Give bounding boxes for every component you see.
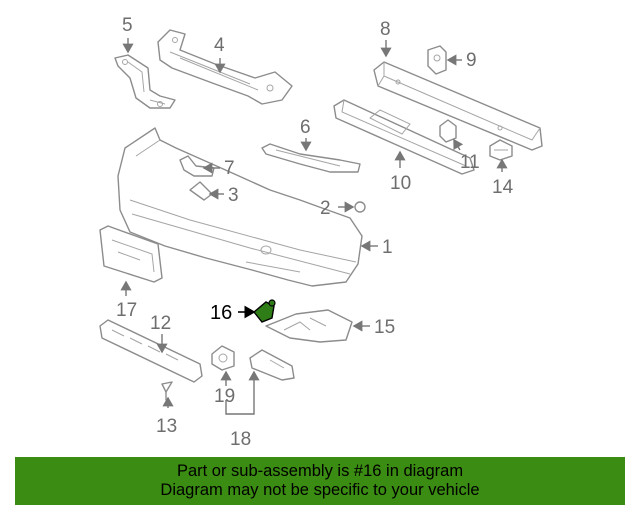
part-2-fastener xyxy=(354,201,366,213)
part-17-license-bracket xyxy=(99,225,163,283)
label-18: 18 xyxy=(230,429,251,450)
label-1: 1 xyxy=(382,237,393,258)
part-9-clip xyxy=(427,45,447,75)
part-12-grille-strip xyxy=(99,319,203,383)
notice-line-2: Diagram may not be specific to your vehi… xyxy=(160,481,480,499)
label-7: 7 xyxy=(224,158,235,179)
label-17: 17 xyxy=(116,300,137,321)
label-11: 11 xyxy=(460,152,480,173)
part-5-bracket xyxy=(114,54,176,109)
label-16: 16 xyxy=(210,302,232,324)
label-4: 4 xyxy=(214,35,225,56)
part-11-clip xyxy=(439,119,457,143)
part-19-fog-bulb xyxy=(211,345,235,371)
part-10-absorber xyxy=(333,99,475,175)
label-9: 9 xyxy=(466,50,477,71)
notice-line-1: Part or sub-assembly is #16 in diagram xyxy=(176,462,464,480)
leader-lines xyxy=(120,38,508,415)
part-1-bumper-cover xyxy=(117,127,363,287)
part-14-tag xyxy=(489,139,513,161)
label-3: 3 xyxy=(228,185,239,206)
part-15-cover xyxy=(265,309,353,343)
label-8: 8 xyxy=(380,19,391,40)
parts-diagram: 5 4 8 9 6 10 11 14 7 3 2 1 17 12 13 15 1… xyxy=(99,15,543,450)
label-14: 14 xyxy=(492,177,514,198)
part-18-fog-socket xyxy=(249,349,295,381)
part-13-clip xyxy=(161,381,173,401)
label-10: 10 xyxy=(390,173,411,194)
part-16-highlighted xyxy=(253,299,276,323)
label-5: 5 xyxy=(122,15,133,36)
label-15: 15 xyxy=(374,317,395,338)
part-4-bracket xyxy=(157,29,293,105)
part-6-strip xyxy=(261,143,361,173)
part-8-reinforcement xyxy=(373,61,543,151)
label-2: 2 xyxy=(320,198,331,219)
label-12: 12 xyxy=(150,313,171,334)
label-19: 19 xyxy=(214,386,235,407)
label-13: 13 xyxy=(156,416,177,437)
label-6: 6 xyxy=(300,117,311,138)
notice-banner: Part or sub-assembly is #16 in diagram D… xyxy=(15,457,625,505)
